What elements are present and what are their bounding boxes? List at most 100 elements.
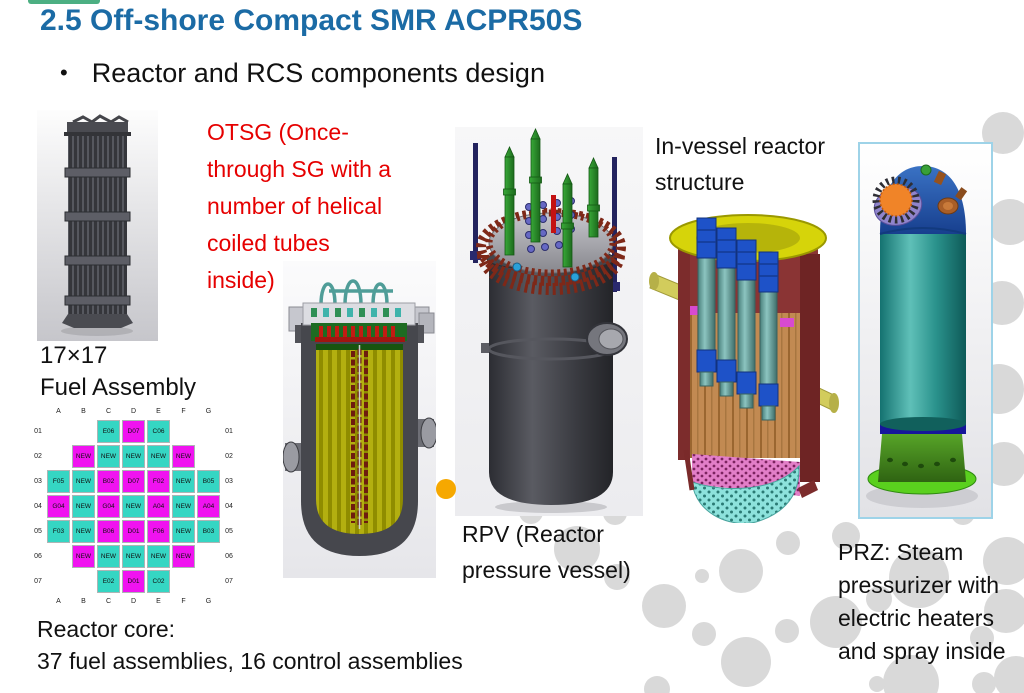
core-map-cell: F06 xyxy=(147,520,170,543)
core-caption-line1: Reactor core: xyxy=(37,616,176,642)
core-map-cell: NEW xyxy=(172,470,195,493)
core-map-cell: G04 xyxy=(47,495,70,518)
core-map-cell: E02 xyxy=(97,570,120,593)
core-map-axis-label: 05 xyxy=(34,528,42,535)
core-map-axis-label: A xyxy=(56,598,61,605)
core-map-axis-label xyxy=(30,404,46,419)
otsg-image xyxy=(283,261,436,578)
core-map-empty xyxy=(71,419,96,444)
core-map-cell: B02 xyxy=(97,470,120,493)
core-map-axis-label: 03 xyxy=(225,478,233,485)
core-map-axis-label: E xyxy=(156,408,161,415)
core-map-empty xyxy=(46,419,71,444)
bullet-icon: • xyxy=(60,60,68,85)
core-map-cell: F02 xyxy=(147,470,170,493)
core-map-empty xyxy=(196,569,221,594)
core-map-cell: A04 xyxy=(197,495,220,518)
core-caption: Reactor core: 37 fuel assemblies, 16 con… xyxy=(37,613,463,677)
core-map-axis-label: 02 xyxy=(225,453,233,460)
core-map-empty xyxy=(46,569,71,594)
core-map-cell: G04 xyxy=(97,495,120,518)
core-map-axis-label: B xyxy=(81,408,86,415)
core-map-cell: C06 xyxy=(147,420,170,443)
core-map-axis-label: 02 xyxy=(34,453,42,460)
core-map-axis-label: G xyxy=(205,598,212,605)
core-map-cell: NEW xyxy=(97,545,120,568)
top-accent-line xyxy=(28,0,100,4)
core-map-cell: F03 xyxy=(47,520,70,543)
core-map-axis-label xyxy=(221,404,237,419)
core-map-cell: B06 xyxy=(97,520,120,543)
core-map-axis-label: D xyxy=(130,598,137,605)
core-map-cell: F05 xyxy=(47,470,70,493)
core-map-cell: NEW xyxy=(97,445,120,468)
core-map-axis-label: C xyxy=(105,408,112,415)
fuel-assembly-caption-line2: Fuel Assembly xyxy=(40,374,197,401)
core-map-cell: NEW xyxy=(172,445,195,468)
core-map-axis-label: 06 xyxy=(34,553,42,560)
core-map-axis-label: 01 xyxy=(225,428,233,435)
core-map-empty xyxy=(196,444,221,469)
prz-image-frame xyxy=(858,142,993,519)
core-map-axis-label: 04 xyxy=(225,503,233,510)
core-map-cell: D01 xyxy=(122,570,145,593)
core-map-cell: NEW xyxy=(172,520,195,543)
core-map-cell: NEW xyxy=(72,495,95,518)
core-map-axis-label: A xyxy=(56,408,61,415)
core-map-axis-label: F xyxy=(181,598,186,605)
bullet-text: Reactor and RCS components design xyxy=(91,58,545,88)
core-map-empty xyxy=(46,444,71,469)
core-map-axis-label xyxy=(30,594,46,609)
core-map-cell: B05 xyxy=(197,470,220,493)
core-map-empty xyxy=(196,419,221,444)
fuel-assembly-caption-line1: 17×17 xyxy=(40,342,108,369)
fuel-assembly-caption: 17×17 Fuel Assembly xyxy=(40,340,196,404)
core-map-axis-label: C xyxy=(105,598,112,605)
core-map-cell: B03 xyxy=(197,520,220,543)
core-map-axis-label: B xyxy=(81,598,86,605)
core-map-cell: E06 xyxy=(97,420,120,443)
core-map-cell: NEW xyxy=(122,445,145,468)
core-map-axis-label xyxy=(221,594,237,609)
core-map-axis-label: 06 xyxy=(225,553,233,560)
core-map-cell: NEW xyxy=(147,445,170,468)
otsg-annotation: OTSG (Once-through SG with a number of h… xyxy=(207,119,392,293)
core-map-cell: A04 xyxy=(147,495,170,518)
core-map-axis-label: 05 xyxy=(225,528,233,535)
rpv-caption: RPV (Reactor pressure vessel) xyxy=(462,521,631,583)
orange-dot xyxy=(436,479,456,499)
core-map-axis-label: 03 xyxy=(34,478,42,485)
core-map-cell: NEW xyxy=(72,470,95,493)
core-map-cell: C02 xyxy=(147,570,170,593)
core-map-axis-label: E xyxy=(156,598,161,605)
core-map-cell: NEW xyxy=(72,520,95,543)
core-map-cell: NEW xyxy=(172,495,195,518)
fuel-assembly-image xyxy=(37,110,158,341)
core-caption-line2: 37 fuel assemblies, 16 control assemblie… xyxy=(37,648,463,674)
bullet-item: • Reactor and RCS components design xyxy=(60,58,545,89)
core-map-empty xyxy=(46,544,71,569)
core-map-empty xyxy=(71,569,96,594)
core-map-cell: D01 xyxy=(122,520,145,543)
core-map-cell: NEW xyxy=(147,545,170,568)
in-vessel-caption: In-vessel reactor structure xyxy=(655,133,826,195)
core-map-cell: D07 xyxy=(122,420,145,443)
core-map-axis-label: 07 xyxy=(225,578,233,585)
in-vessel-structure-image xyxy=(649,214,839,523)
core-map-cell: D07 xyxy=(122,470,145,493)
core-map-empty xyxy=(171,569,196,594)
prz-caption: PRZ: Steam pressurizer with electric hea… xyxy=(838,539,1006,664)
core-map-empty xyxy=(196,544,221,569)
rpv-image xyxy=(455,127,643,516)
core-map-cell: NEW xyxy=(122,495,145,518)
core-map-cell: NEW xyxy=(72,445,95,468)
core-map-empty xyxy=(171,419,196,444)
core-map-axis-label: D xyxy=(130,408,137,415)
core-map-axis-label: 07 xyxy=(34,578,42,585)
core-map-cell: NEW xyxy=(122,545,145,568)
slide-title: 2.5 Off-shore Compact SMR ACPR50S xyxy=(40,4,583,37)
core-map-cell: NEW xyxy=(72,545,95,568)
prz-image xyxy=(860,144,991,517)
